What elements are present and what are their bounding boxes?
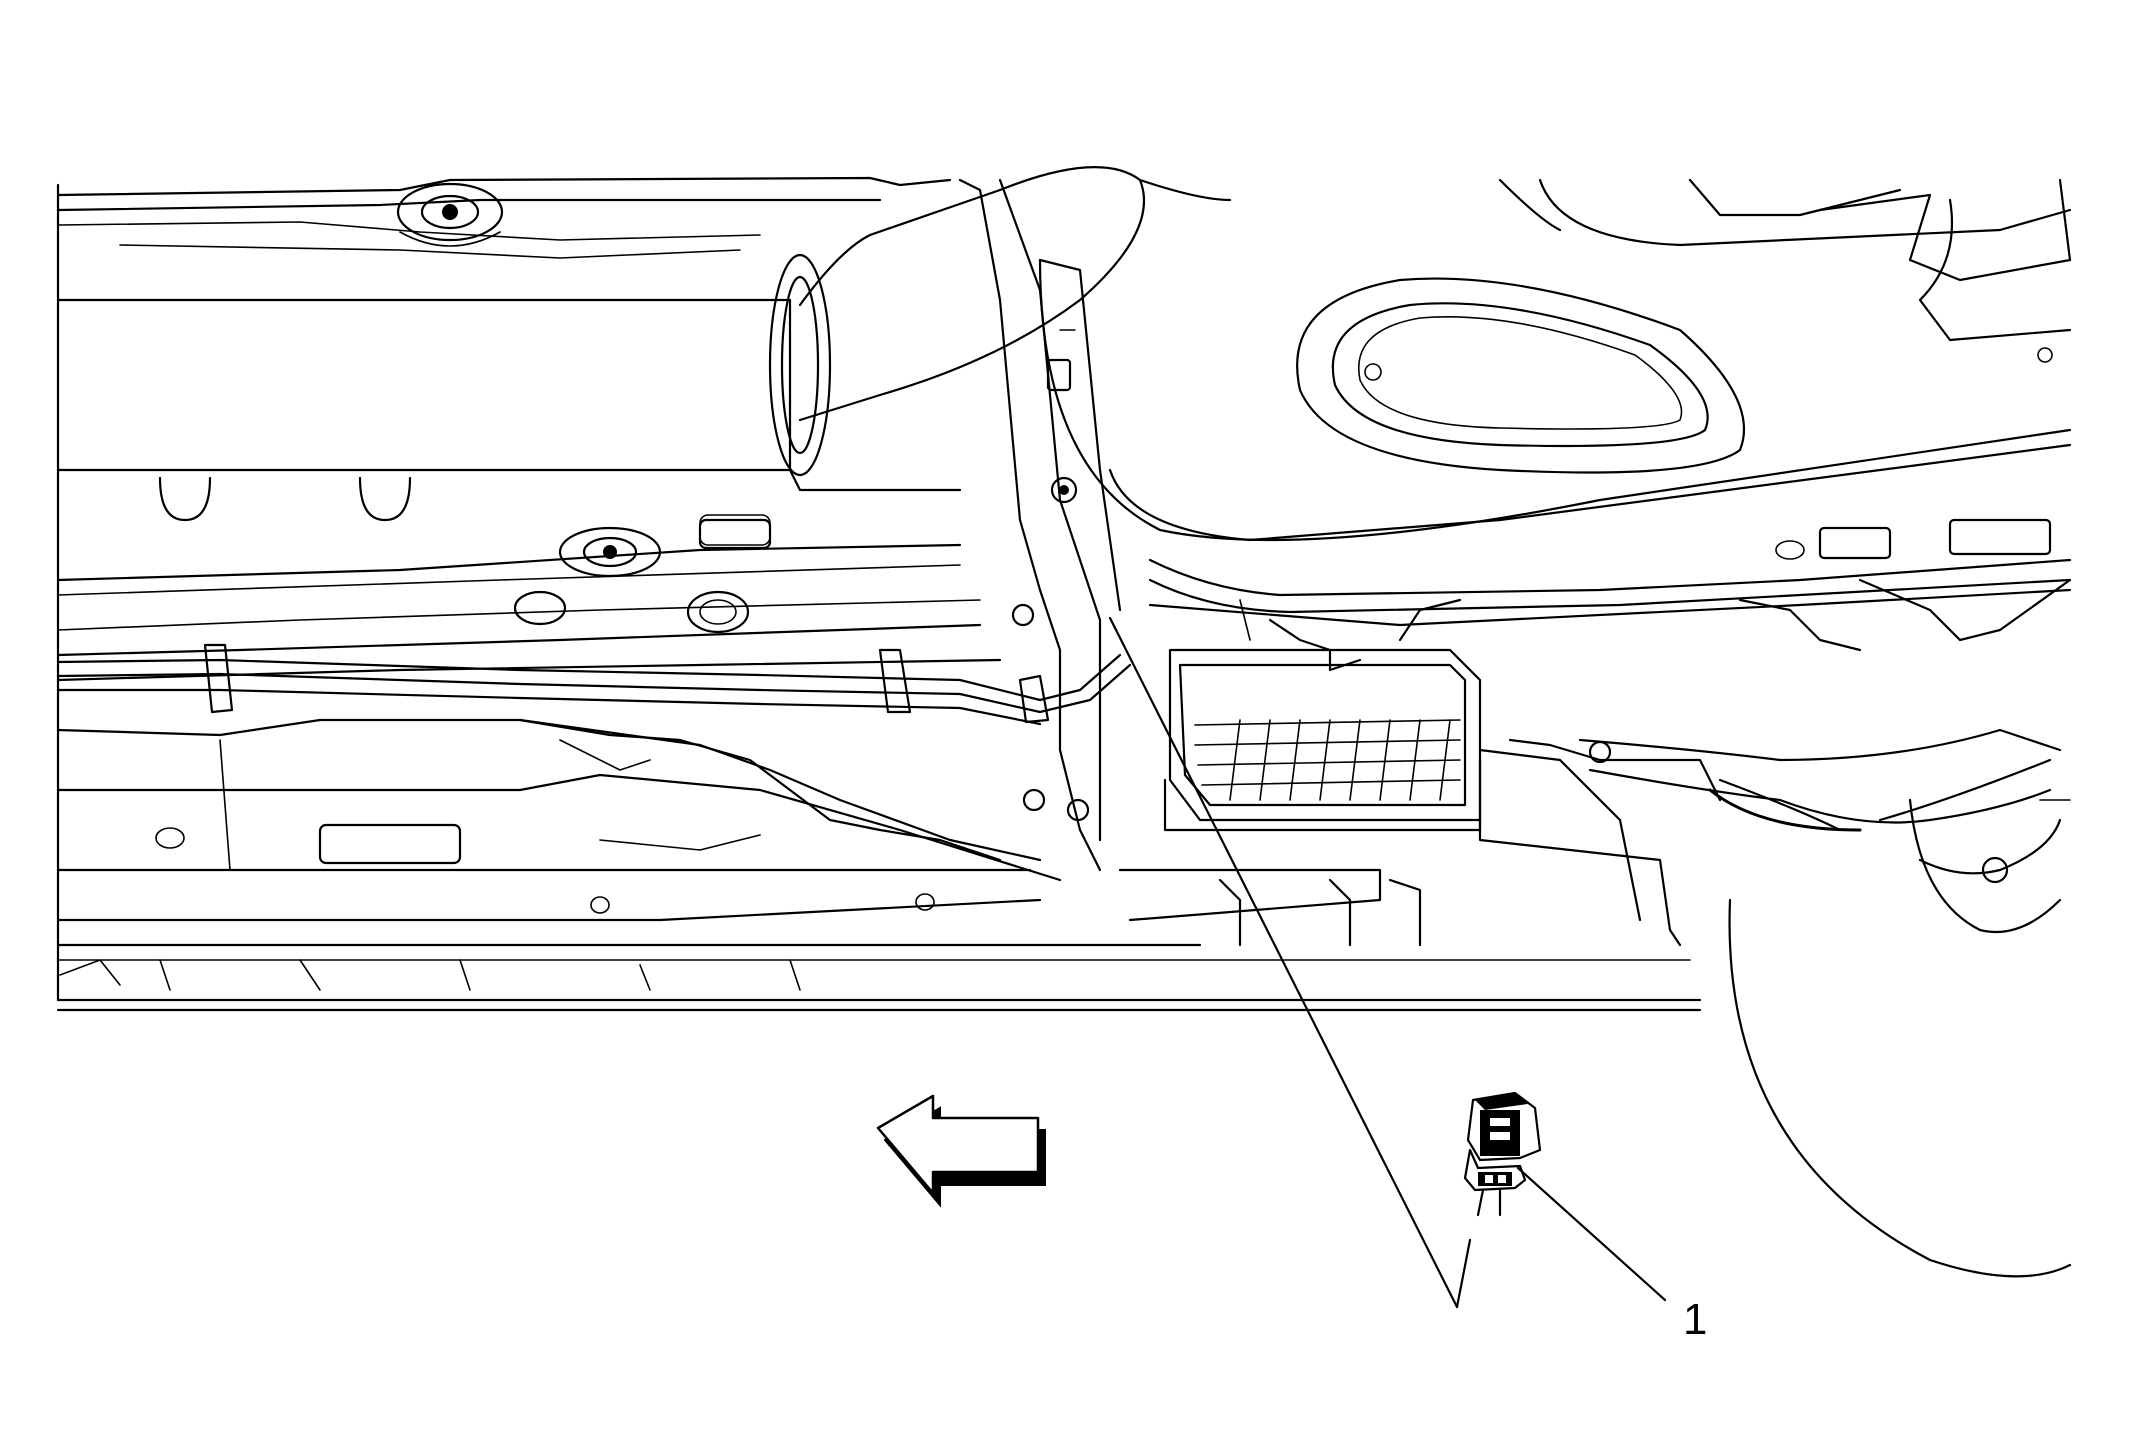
floor-grommets — [513, 518, 772, 634]
leader-lines — [1108, 616, 1667, 1309]
direction-arrow-icon — [876, 1094, 1046, 1208]
floor-pan-center — [518, 718, 1002, 862]
rocker-panel — [56, 718, 1702, 1012]
right-body-structure — [1118, 518, 2072, 947]
center-crossmember — [958, 178, 1122, 872]
evap-canister — [1163, 648, 1482, 832]
exhaust-hanger-mount — [396, 182, 504, 247]
exhaust-tailpipe — [768, 166, 1146, 477]
brake-fuel-lines — [56, 643, 1132, 726]
sensor-connector-icon — [1463, 1091, 1542, 1217]
exhaust-hanger-mount — [558, 526, 662, 578]
callout-number: 1 — [1683, 1295, 1708, 1344]
left-floor-pan — [56, 176, 1002, 682]
spare-tire-well — [1038, 178, 2072, 560]
rear-suspension — [1578, 728, 2072, 1278]
